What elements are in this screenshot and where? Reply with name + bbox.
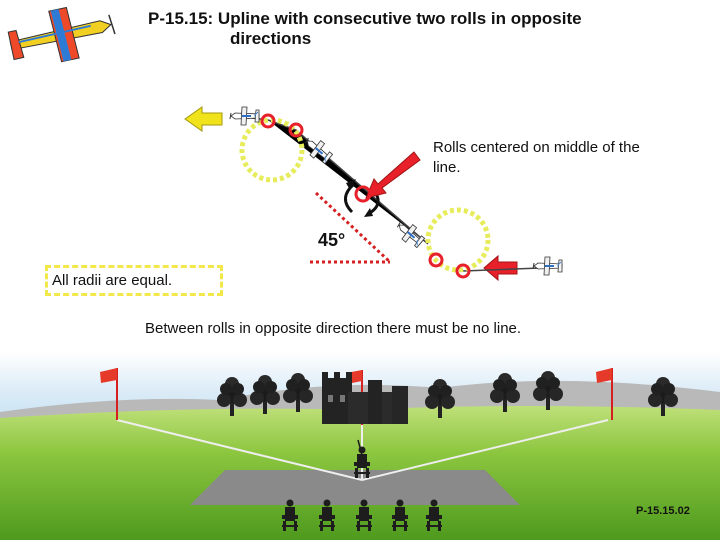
roll-marker-icon <box>260 113 276 129</box>
castle-icon <box>322 372 408 424</box>
arrow-icon <box>365 151 421 199</box>
title-line-1: P-15.15: Upline with consecutive two rol… <box>148 9 582 28</box>
note-no-line-between-rolls: Between rolls in opposite direction ther… <box>145 320 522 337</box>
page-title: P-15.15: Upline with consecutive two rol… <box>148 9 688 49</box>
runway <box>190 470 520 505</box>
roll-marker-icon <box>288 122 304 138</box>
pilot-icon <box>354 439 370 478</box>
note-equal-radii: All radii are equal. <box>45 265 223 296</box>
note-rolls-centered: Rolls centered on middle of the line. <box>433 139 640 176</box>
roll-marker-icon <box>428 252 444 268</box>
aircraft-icon <box>229 106 260 126</box>
flag-icon <box>596 368 613 420</box>
loop-path <box>239 117 305 183</box>
arrow-icon <box>483 254 518 282</box>
aircraft-icon <box>532 256 563 276</box>
slide-id: P-15.15.02 <box>636 505 690 517</box>
title-line-2: directions <box>230 29 312 48</box>
landscape <box>0 352 720 540</box>
loop-path <box>425 207 491 273</box>
flight-path <box>267 119 429 245</box>
arrow-icon <box>184 106 223 132</box>
roll-marker-icon <box>455 263 471 279</box>
aircraft-icon <box>392 216 428 251</box>
roll-marker-icon <box>354 185 372 203</box>
maneuver-diagram <box>184 106 563 282</box>
angle-label: 45° <box>318 230 346 250</box>
flag-icon <box>100 368 118 420</box>
flight-path <box>462 267 541 272</box>
aircraft-logo-icon <box>7 6 116 63</box>
angle-reference-line <box>314 191 392 264</box>
